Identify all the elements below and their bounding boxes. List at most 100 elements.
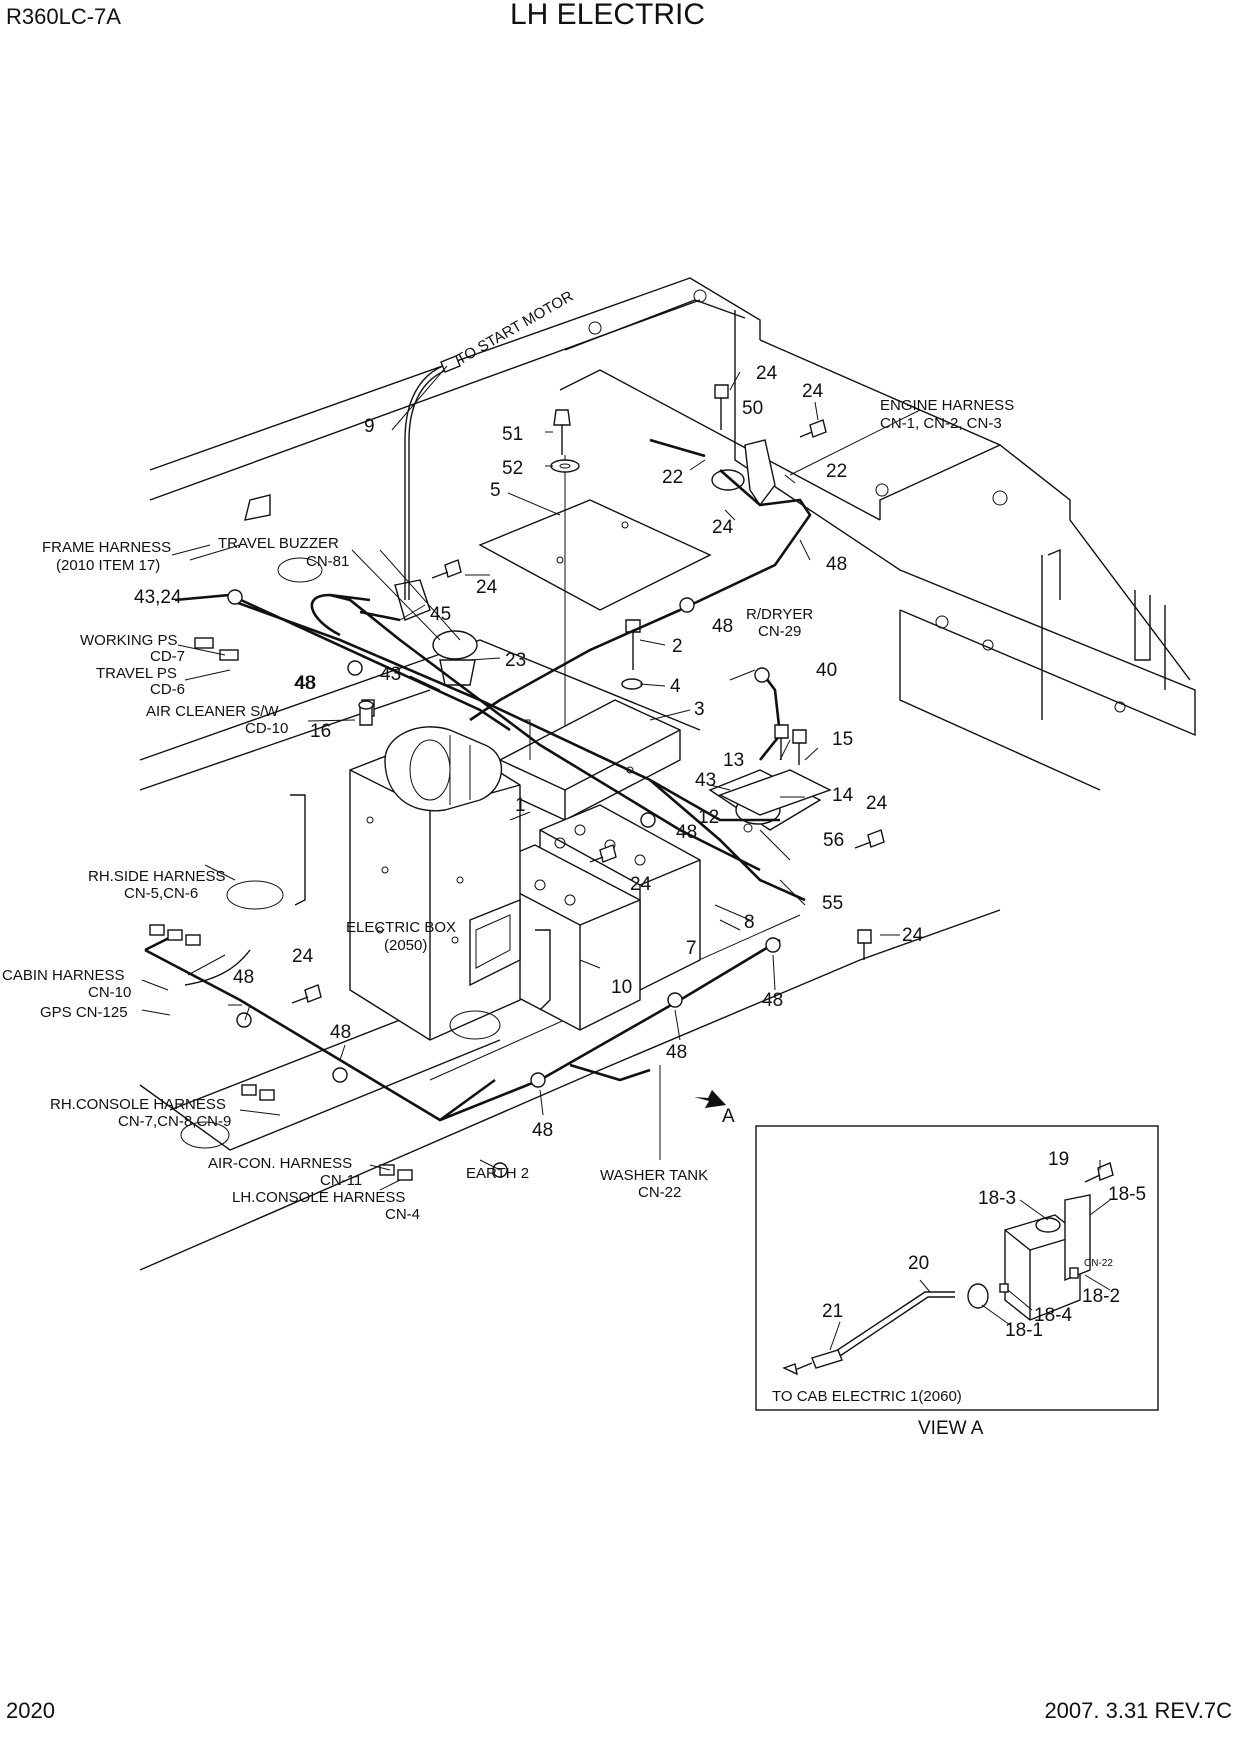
callout: 48 xyxy=(294,673,315,694)
callout: 24 xyxy=(712,517,734,538)
relay-plate-14 xyxy=(718,769,832,816)
air-cleaner-switch-16 xyxy=(358,700,374,726)
callout: 24 xyxy=(756,363,778,384)
label-air-con-harness: AIR-CON. HARNESS xyxy=(208,1155,352,1172)
callout: 1 xyxy=(515,795,526,816)
callout: 48 xyxy=(826,554,847,575)
callout: 18-3 xyxy=(978,1188,1016,1209)
callout: 12 xyxy=(698,807,719,828)
label-engine-harness-cn: CN-1, CN-2, CN-3 xyxy=(880,415,1002,432)
callout: 48 xyxy=(330,1022,351,1043)
callout: 45 xyxy=(430,604,451,625)
model-number: R360LC-7A xyxy=(6,4,121,29)
callout: 22 xyxy=(662,467,683,488)
callout: 48 xyxy=(666,1042,687,1063)
callout: 51 xyxy=(502,424,523,445)
callout: 4 xyxy=(670,676,681,697)
callout: 2 xyxy=(672,636,683,657)
label-travel-ps-cd: CD-6 xyxy=(150,681,185,698)
label-lh-console-harness: LH.CONSOLE HARNESS xyxy=(232,1189,405,1206)
label-rh-side-cn: CN-5,CN-6 xyxy=(124,885,198,902)
revision-date: 2007. 3.31 REV.7C xyxy=(1044,1698,1232,1723)
label-rh-side-harness: RH.SIDE HARNESS xyxy=(88,868,226,885)
side-brackets xyxy=(180,494,551,1149)
view-a-inset xyxy=(755,1125,1159,1411)
callout: 48 xyxy=(676,822,697,843)
callout: 8 xyxy=(744,912,755,933)
label-frame-harness: FRAME HARNESS xyxy=(42,539,171,556)
callout: 10 xyxy=(611,977,632,998)
callout: 23 xyxy=(505,650,526,671)
callout: 52 xyxy=(502,458,523,479)
callout: 48 xyxy=(712,616,733,637)
label-electric-box: ELECTRIC BOX xyxy=(346,919,456,936)
upper-frame-outline xyxy=(139,277,1196,1271)
callout: 40 xyxy=(816,660,837,681)
callout: 24 xyxy=(902,925,924,946)
part-callouts: 24 24 50 51 9 52 22 22 5 24 48 24 45 43,… xyxy=(134,363,1146,1341)
harness-connectors xyxy=(149,637,413,1181)
callout: 48 xyxy=(295,673,316,694)
callout: 22 xyxy=(826,461,847,482)
air-cleaner xyxy=(384,726,502,812)
callout: 18-4 xyxy=(1034,1305,1072,1326)
label-r-dryer: R/DRYER xyxy=(746,606,813,623)
label-air-cleaner-cd: CD-10 xyxy=(245,720,288,737)
harness-clamps xyxy=(227,589,781,1178)
label-cn22-small: CN-22 xyxy=(1084,1258,1113,1269)
label-electric-box-ref: (2050) xyxy=(384,937,427,954)
label-to-cab-electric: TO CAB ELECTRIC 1(2060) xyxy=(772,1388,962,1405)
view-a-arrow: A xyxy=(694,1090,735,1127)
callout: 7 xyxy=(686,938,697,959)
callout: 24 xyxy=(802,381,824,402)
label-air-con-cn: CN-11 xyxy=(320,1172,362,1189)
label-air-cleaner-sw: AIR CLEANER S/W xyxy=(146,703,279,720)
label-cabin-cn: CN-10 xyxy=(88,984,131,1001)
frame-mounting-holes xyxy=(588,289,1126,713)
callout: 50 xyxy=(742,398,763,419)
callout: 43 xyxy=(380,664,401,685)
callout: 56 xyxy=(823,830,844,851)
label-view-a: VIEW A xyxy=(918,1418,984,1439)
label-travel-ps: TRAVEL PS xyxy=(96,665,177,682)
bolt-51 xyxy=(550,409,580,473)
callout: 19 xyxy=(1048,1149,1069,1170)
callout: 9 xyxy=(364,416,375,437)
travel-buzzer xyxy=(394,579,478,686)
callout: 48 xyxy=(762,990,783,1011)
callout: 20 xyxy=(908,1253,929,1274)
callout: 48 xyxy=(532,1120,553,1141)
callout: 18-2 xyxy=(1082,1286,1120,1307)
label-frame-harness-ref: (2010 ITEM 17) xyxy=(56,557,160,574)
callout: 43,24 xyxy=(134,587,182,608)
battery-cover-plate xyxy=(478,455,712,760)
callout: 16 xyxy=(310,721,331,742)
label-earth: EARTH 2 xyxy=(466,1165,529,1182)
leader-lines xyxy=(141,365,1111,1351)
callout: 24 xyxy=(292,946,314,967)
callout: 15 xyxy=(832,729,853,750)
callout: 24 xyxy=(630,874,652,895)
bolt-2 xyxy=(621,619,643,690)
label-washer-tank: WASHER TANK xyxy=(600,1167,708,1184)
view-a-marker: A xyxy=(722,1106,735,1127)
callout: 55 xyxy=(822,893,843,914)
page-title: LH ELECTRIC xyxy=(510,0,705,31)
label-washer-tank-cn: CN-22 xyxy=(638,1184,681,1201)
callout: 13 xyxy=(723,750,744,771)
page-number: 2020 xyxy=(6,1698,55,1723)
label-gps: GPS CN-125 xyxy=(40,1004,128,1021)
label-rh-console-harness: RH.CONSOLE HARNESS xyxy=(50,1096,226,1113)
label-lh-console-cn: CN-4 xyxy=(385,1206,420,1223)
callout: 48 xyxy=(233,967,254,988)
callout: 14 xyxy=(832,785,854,806)
label-travel-buzzer-cn: CN-81 xyxy=(306,553,349,570)
label-working-ps-cd: CD-7 xyxy=(150,648,185,665)
label-r-dryer-cn: CN-29 xyxy=(758,623,801,640)
battery-tray xyxy=(499,699,681,821)
callout: 18-5 xyxy=(1108,1184,1146,1205)
callout: 24 xyxy=(476,577,498,598)
callout: 18-1 xyxy=(1005,1320,1043,1341)
